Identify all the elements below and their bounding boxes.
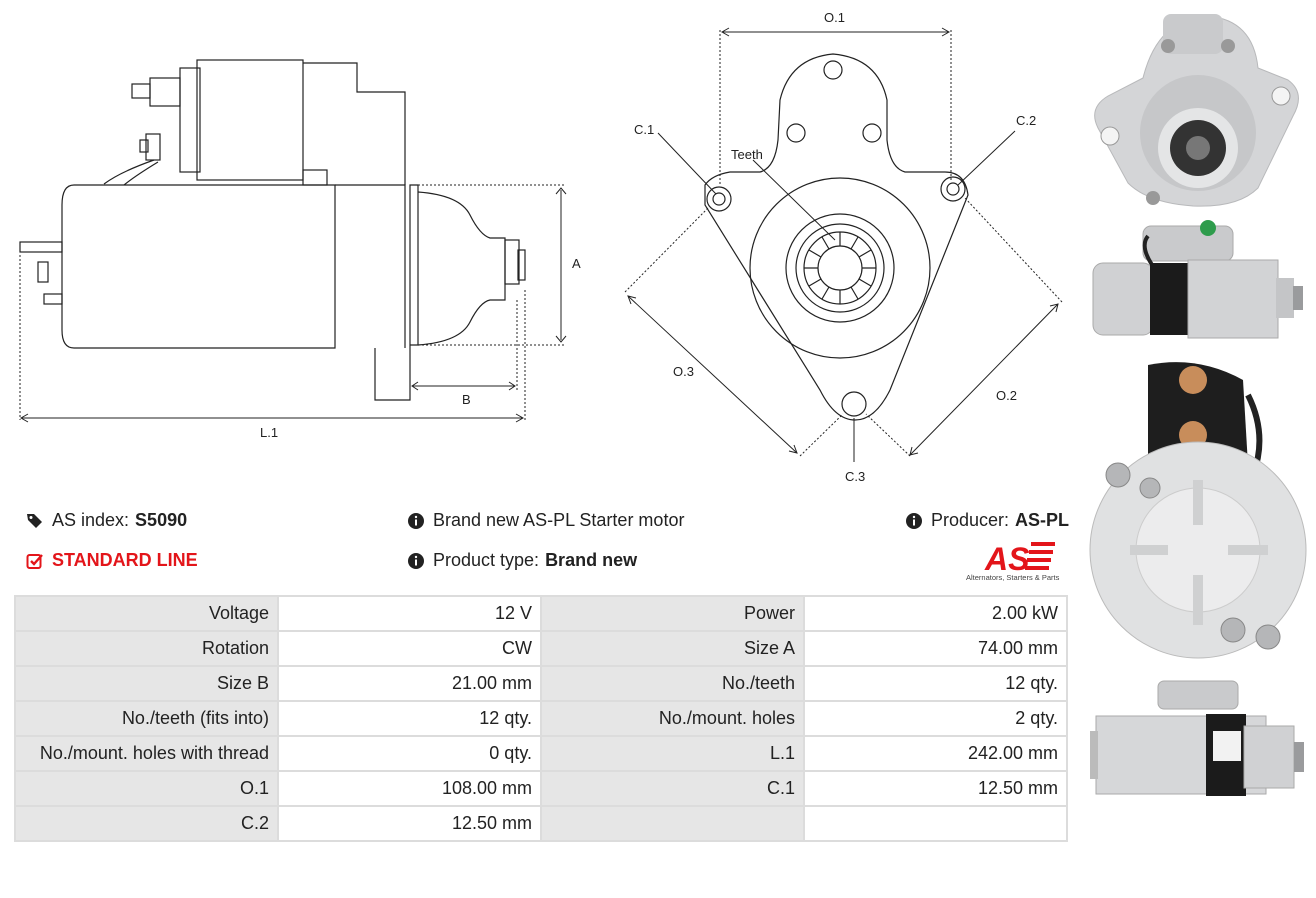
spec-value: 0 qty.: [279, 737, 540, 770]
dimension-c1-label: C.1: [634, 122, 654, 137]
spec-label: Size A: [542, 632, 803, 665]
photo-side-view[interactable]: [1088, 218, 1310, 343]
product-type-label: Product type:: [433, 550, 540, 570]
front-dimensions: [624, 27, 1063, 462]
logo-tagline: Alternators, Starters & Parts: [966, 573, 1060, 582]
spec-label: C.1: [542, 772, 803, 805]
dimension-c3-label: C.3: [845, 469, 865, 484]
photo-rear-view[interactable]: [1088, 355, 1310, 665]
table-row: Size B 21.00 mm No./teeth 12 qty.: [16, 667, 1066, 700]
dimension-o1-label: O.1: [824, 10, 845, 25]
dimension-o3-label: O.3: [673, 364, 694, 379]
spec-label: Power: [542, 597, 803, 630]
spec-label: No./teeth: [542, 667, 803, 700]
description-text: Brand new AS-PL Starter motor: [433, 510, 685, 530]
spec-label: O.1: [16, 772, 277, 805]
spec-label: No./teeth (fits into): [16, 702, 277, 735]
info-circle-icon: [408, 512, 424, 529]
spec-value: 2 qty.: [805, 702, 1066, 735]
producer-label: Producer:: [931, 510, 1010, 530]
spec-label: C.2: [16, 807, 277, 840]
dimension-a-label: A: [572, 256, 581, 271]
spec-label: [542, 807, 803, 840]
photo-label-view[interactable]: [1088, 676, 1310, 801]
spec-label: L.1: [542, 737, 803, 770]
table-row: C.2 12.50 mm: [16, 807, 1066, 840]
dimension-l1-label: L.1: [260, 425, 278, 440]
dimension-c2-label: C.2: [1016, 113, 1036, 128]
front-view: [704, 53, 969, 421]
table-row: No./teeth (fits into) 12 qty. No./mount.…: [16, 702, 1066, 735]
info-circle-icon: [906, 512, 922, 529]
tags-icon: [27, 513, 42, 528]
as-index: AS index: S5090: [26, 510, 187, 531]
side-dimensions: [19, 184, 567, 423]
as-pl-logo: AS Alternators, Starters & Parts: [966, 541, 1060, 582]
info-circle-icon: [408, 552, 424, 569]
spec-value: [805, 807, 1066, 840]
spec-value: 74.00 mm: [805, 632, 1066, 665]
spec-value: 12 qty.: [279, 702, 540, 735]
check-square-icon: [26, 553, 43, 569]
spec-value: 242.00 mm: [805, 737, 1066, 770]
table-row: O.1 108.00 mm C.1 12.50 mm: [16, 772, 1066, 805]
spec-value: 108.00 mm: [279, 772, 540, 805]
product-line-label: STANDARD LINE: [52, 550, 198, 570]
product-line: STANDARD LINE: [26, 550, 198, 571]
technical-drawing: A B L.1 O.1 O.3 O.2 C.1 C.2 C.3 Teeth: [19, 10, 1063, 484]
spec-label: Size B: [16, 667, 277, 700]
table-row: Rotation CW Size A 74.00 mm: [16, 632, 1066, 665]
spec-value: 12 qty.: [805, 667, 1066, 700]
product-type: Product type: Brand new: [407, 550, 637, 571]
dimension-o2-label: O.2: [996, 388, 1017, 403]
dimension-b-label: B: [462, 392, 471, 407]
logo-text: AS: [984, 541, 1030, 577]
side-view: [19, 59, 526, 401]
producer-value: AS-PL: [1015, 510, 1070, 530]
spec-label: Rotation: [16, 632, 277, 665]
table-row: No./mount. holes with thread 0 qty. L.1 …: [16, 737, 1066, 770]
product-type-value: Brand new: [545, 550, 638, 570]
photo-front-view[interactable]: [1088, 8, 1306, 213]
description: Brand new AS-PL Starter motor: [407, 510, 684, 531]
spec-value: CW: [279, 632, 540, 665]
spec-value: 12.50 mm: [279, 807, 540, 840]
as-index-value: S5090: [135, 510, 188, 530]
spec-value: 12 V: [279, 597, 540, 630]
as-index-label: AS index:: [52, 510, 130, 530]
spec-value: 2.00 kW: [805, 597, 1066, 630]
spec-value: 21.00 mm: [279, 667, 540, 700]
spec-label: No./mount. holes with thread: [16, 737, 277, 770]
teeth-label: Teeth: [731, 147, 763, 162]
spec-label: No./mount. holes: [542, 702, 803, 735]
spec-label: Voltage: [16, 597, 277, 630]
table-row: Voltage 12 V Power 2.00 kW: [16, 597, 1066, 630]
specs-table: Voltage 12 V Power 2.00 kW Rotation CW S…: [14, 595, 1068, 842]
producer: Producer: AS-PL: [905, 510, 1069, 531]
spec-value: 12.50 mm: [805, 772, 1066, 805]
